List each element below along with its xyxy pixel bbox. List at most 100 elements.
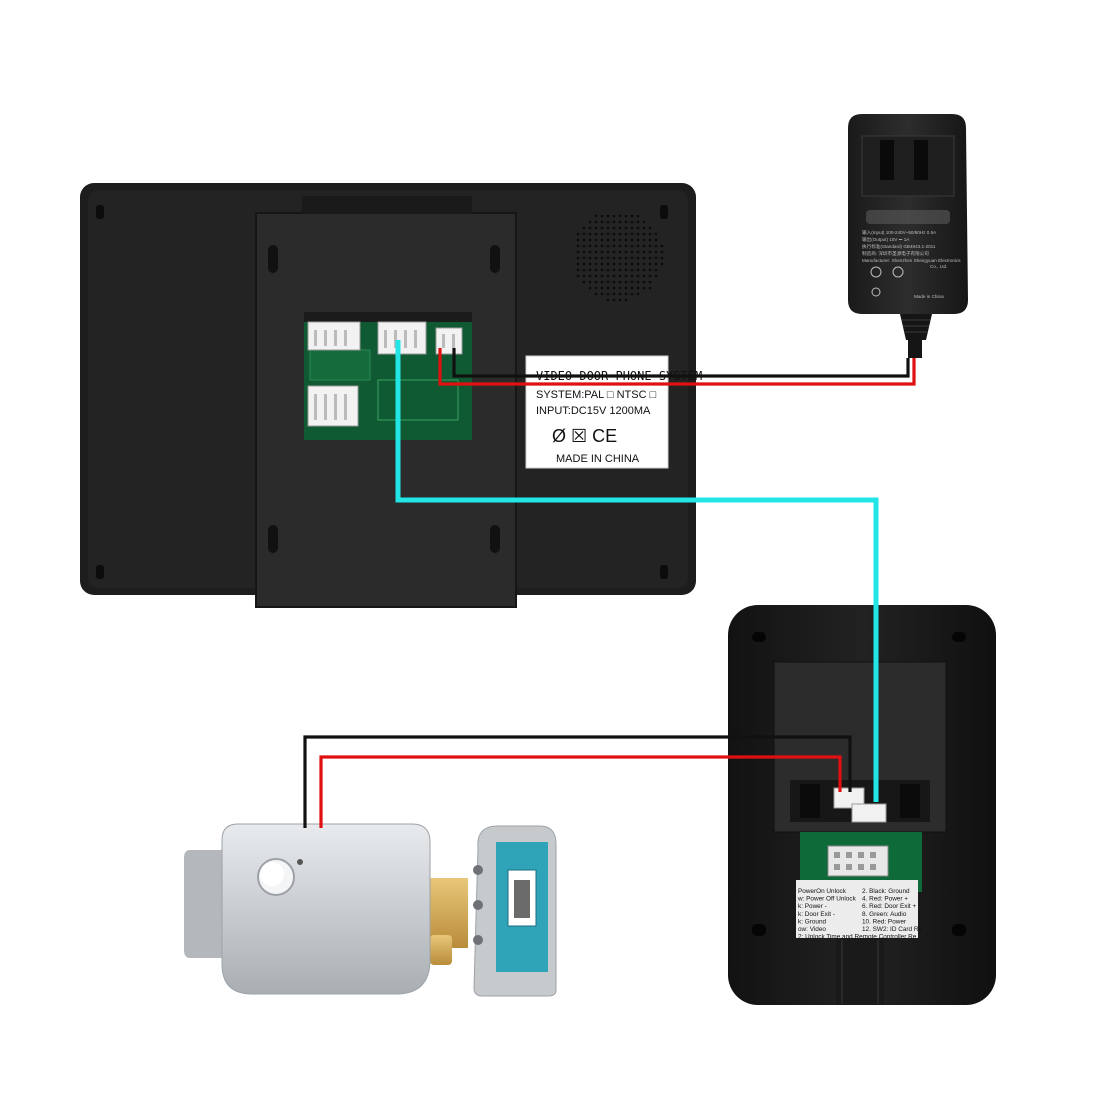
grille-hole (630, 286, 634, 290)
grille-hole (636, 286, 640, 290)
grille-hole (618, 262, 622, 266)
grille-hole (624, 268, 628, 272)
wiring-label-right-row: 10. Red: Power (862, 918, 907, 925)
grille-hole (600, 250, 604, 254)
grille-hole (576, 262, 580, 266)
grille-hole (642, 286, 646, 290)
grille-hole (618, 292, 622, 296)
grille-hole (636, 262, 640, 266)
wiring-label-right-row: 12. SW2: ID Card Re (862, 926, 922, 933)
screw-hole (752, 924, 766, 936)
grille-hole (612, 292, 616, 296)
grille-hole (594, 274, 598, 278)
grille-hole (618, 238, 622, 242)
grille-hole (636, 214, 640, 218)
grille-hole (576, 274, 580, 278)
grille-hole (612, 238, 616, 242)
grille-hole (624, 232, 628, 236)
grille-hole (576, 244, 580, 248)
cert-icon (870, 266, 882, 278)
grille-hole (612, 232, 616, 236)
grille-hole (576, 238, 580, 242)
grille-hole (576, 256, 580, 260)
wiring-label-right-row: 8. Green: Audio (862, 911, 907, 918)
grille-hole (606, 262, 610, 266)
grille-hole (654, 232, 658, 236)
grille-hole (582, 274, 586, 278)
grille-hole (618, 214, 622, 218)
grille-hole (612, 214, 616, 218)
grille-hole (630, 214, 634, 218)
grille-hole (612, 220, 616, 224)
wiring-label-right-row: 4. Red: Power + (862, 896, 908, 903)
grille-hole (654, 256, 658, 260)
grille-hole (630, 238, 634, 242)
mount-slot (268, 525, 278, 553)
mount-slot (490, 245, 500, 273)
grille-hole (648, 274, 652, 278)
wire-video-cyan (395, 340, 879, 802)
grille-hole (594, 232, 598, 236)
grille-hole (600, 244, 604, 248)
wiring-label-right-row: 6. Red: Door Exit + (862, 903, 916, 910)
grille-hole (594, 238, 598, 242)
grille-hole (588, 274, 592, 278)
grille-hole (630, 262, 634, 266)
blurred-brand (866, 210, 950, 224)
adapter-text-line: 执行标准(Standard) GB4943.1-2011 (862, 243, 936, 250)
grille-hole (648, 244, 652, 248)
wiring-label-right-row: 2. Black: Ground (862, 888, 910, 895)
lock-body (221, 823, 431, 995)
grille-hole (636, 238, 640, 242)
grille-hole (600, 292, 604, 296)
wire-adapter-red (438, 348, 916, 386)
grille-hole (576, 268, 580, 272)
adapter-text-line: 制造商: 深圳市圣源电子有限公司 (862, 250, 929, 257)
grille-hole (648, 262, 652, 266)
grille-hole (606, 256, 610, 260)
strike-screw (473, 900, 483, 910)
grille-hole (630, 292, 634, 296)
grille-hole (654, 262, 658, 266)
grille-hole (642, 220, 646, 224)
grille-hole (594, 226, 598, 230)
grille-hole (660, 250, 664, 254)
grille-hole (648, 256, 652, 260)
speaker-grille (576, 214, 664, 302)
grille-hole (648, 286, 652, 290)
grille-hole (612, 274, 616, 278)
grille-hole (636, 232, 640, 236)
grille-hole (606, 274, 610, 278)
grille-hole (600, 286, 604, 290)
grille-hole (582, 226, 586, 230)
grille-hole (642, 244, 646, 248)
grille-hole (600, 214, 604, 218)
grille-hole (612, 268, 616, 272)
grille-hole (630, 220, 634, 224)
grille-hole (612, 226, 616, 230)
screw-hole (952, 632, 966, 642)
grille-hole (624, 274, 628, 278)
wiring-label-left-row: w: Power Off Unlock (797, 896, 857, 903)
grille-hole (606, 286, 610, 290)
grille-hole (630, 280, 634, 284)
grille-hole (594, 256, 598, 260)
grille-hole (582, 268, 586, 272)
adapter-text-line: Manufacturer: Shenzhen Shengyuan Electro… (862, 258, 961, 263)
grille-hole (642, 226, 646, 230)
grille-hole (660, 262, 664, 266)
grille-hole (648, 280, 652, 284)
adapter-cable (908, 340, 922, 358)
cert-icon (892, 266, 904, 278)
grille-hole (594, 244, 598, 248)
grille-hole (648, 250, 652, 254)
grille-hole (582, 256, 586, 260)
grille-hole (612, 244, 616, 248)
grille-hole (636, 274, 640, 278)
adapter-text-line: Co., Ltd. (930, 264, 947, 269)
grille-hole (624, 262, 628, 266)
grille-hole (576, 250, 580, 254)
grille-hole (612, 286, 616, 290)
grille-hole (630, 274, 634, 278)
wire-lock-red (319, 755, 842, 828)
